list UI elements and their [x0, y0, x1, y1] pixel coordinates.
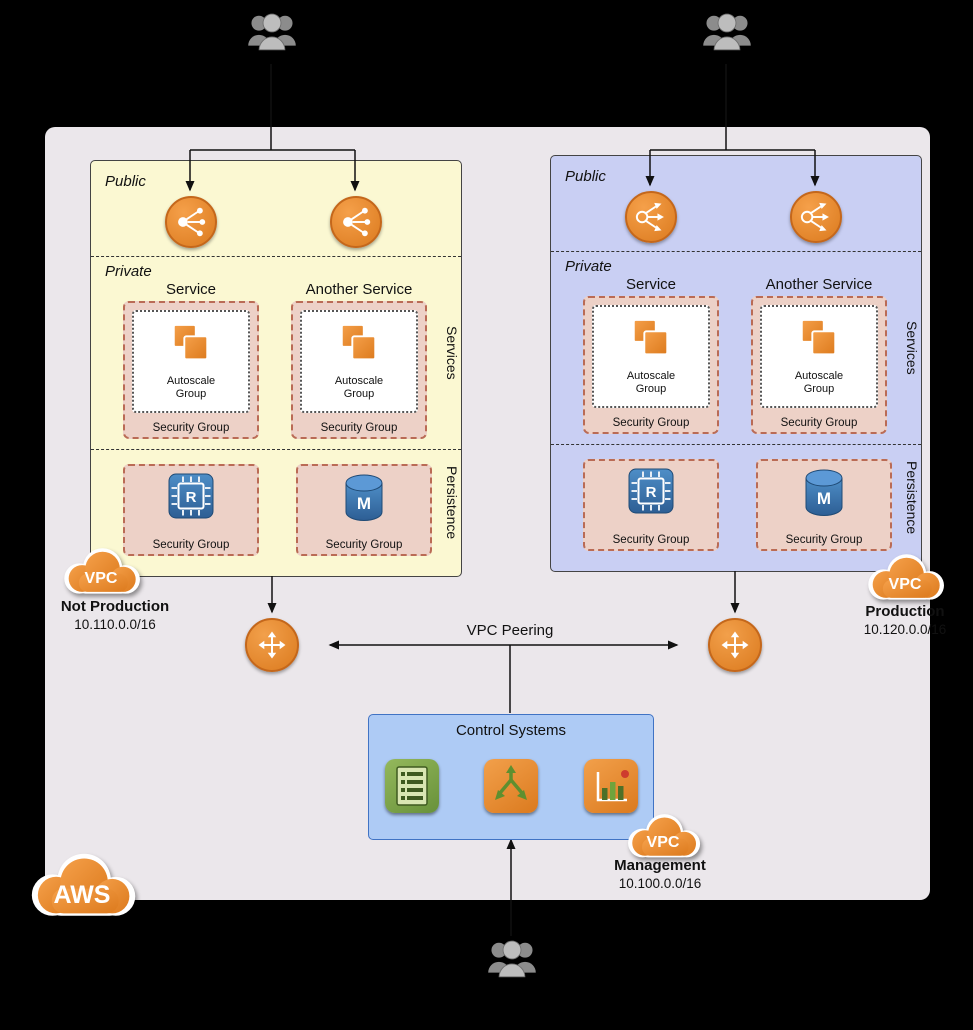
security-group-database: M Security Group	[756, 459, 892, 551]
security-group-label: Security Group	[785, 534, 863, 546]
security-group-service: Autoscale Group Security Group	[291, 301, 427, 439]
load-balancer-classic-icon	[165, 196, 217, 248]
load-balancer-app-icon	[790, 191, 842, 243]
autoscale-group-icon	[800, 318, 837, 355]
monitoring-chart-icon	[584, 759, 638, 813]
load-balancer-app-icon	[625, 191, 677, 243]
public-zone-label: Public	[105, 173, 146, 190]
persistence-tier-label: Persistence	[444, 465, 460, 540]
data-pipeline-icon	[484, 759, 538, 813]
security-group-label: Security Group	[152, 539, 230, 551]
vpc-cloud-icon: VPC	[60, 547, 142, 598]
services-persistence-divider	[91, 449, 461, 450]
vpc-cloud-text: VPC	[84, 570, 118, 588]
security-group-label: Security Group	[780, 417, 858, 429]
autoscale-group-icon	[340, 323, 377, 360]
load-balancer-classic-icon	[330, 196, 382, 248]
services-tier-label: Services	[904, 321, 920, 375]
public-private-divider	[551, 251, 921, 252]
autoscale-group-icon	[172, 323, 209, 360]
vpc-peering-label: VPC Peering	[466, 622, 554, 639]
services-tier-label: Services	[444, 326, 460, 380]
rds-database-icon: M	[805, 469, 843, 516]
vpc-production: Public Private Service Another Service A…	[550, 155, 922, 572]
aws-cloud-text: AWS	[53, 880, 111, 909]
autoscale-group-label: Autoscale Group	[334, 375, 384, 401]
vpc-cidr: 10.110.0.0/16	[74, 617, 156, 632]
autoscale-group-box: Autoscale Group	[592, 305, 710, 408]
template-list-icon	[385, 759, 439, 813]
svg-text:R: R	[646, 484, 657, 501]
private-zone-label: Private	[105, 263, 152, 280]
security-group-label: Security Group	[325, 539, 403, 551]
security-group-label: Security Group	[320, 422, 398, 434]
vpc-name: Production	[865, 603, 945, 620]
rds-database-icon: M	[345, 474, 383, 521]
public-zone-label: Public	[565, 168, 606, 185]
user-group-icon	[699, 10, 755, 60]
user-group-icon	[484, 937, 540, 987]
vpc-cloud-icon: VPC	[864, 553, 946, 604]
autoscale-group-icon	[632, 318, 669, 355]
elasticache-redis-icon: R	[628, 468, 674, 514]
service-title: Service	[165, 281, 217, 298]
aws-cloud-icon: AWS	[26, 852, 138, 921]
vpc-management-caption: Management 10.100.0.0/16	[580, 857, 740, 891]
service-title: Another Service	[305, 281, 413, 298]
control-systems-box: Control Systems	[368, 714, 654, 840]
vpc-cidr: 10.120.0.0/16	[863, 622, 947, 637]
service-title: Another Service	[765, 276, 873, 293]
service-title: Service	[625, 276, 677, 293]
security-group-service: Autoscale Group Security Group	[123, 301, 259, 439]
autoscale-group-label: Autoscale Group	[794, 370, 844, 396]
vpc-cidr: 10.100.0.0/16	[618, 876, 702, 891]
security-group-label: Security Group	[152, 422, 230, 434]
vpc-not-production-caption: Not Production 10.110.0.0/16	[35, 598, 195, 632]
public-private-divider	[91, 256, 461, 257]
autoscale-group-box: Autoscale Group	[760, 305, 878, 408]
autoscale-group-box: Autoscale Group	[300, 310, 418, 413]
vpc-router-icon	[708, 618, 762, 672]
vpc-cloud-text: VPC	[888, 576, 922, 594]
private-zone-label: Private	[565, 258, 612, 275]
autoscale-group-box: Autoscale Group	[132, 310, 250, 413]
autoscale-group-label: Autoscale Group	[626, 370, 676, 396]
vpc-not-production: Public Private Service Another Service A…	[90, 160, 462, 577]
control-systems-title: Control Systems	[455, 722, 567, 739]
vpc-cloud-icon: VPC	[624, 813, 702, 861]
vpc-cloud-text: VPC	[646, 834, 680, 852]
services-persistence-divider	[551, 444, 921, 445]
security-group-cache: R Security Group	[583, 459, 719, 551]
vpc-router-icon	[245, 618, 299, 672]
security-group-database: M Security Group	[296, 464, 432, 556]
vpc-name: Not Production	[60, 598, 170, 615]
elasticache-redis-icon: R	[168, 473, 214, 519]
security-group-label: Security Group	[612, 534, 690, 546]
vpc-production-caption: Production 10.120.0.0/16	[825, 603, 973, 637]
persistence-tier-label: Persistence	[904, 460, 920, 535]
security-group-service: Autoscale Group Security Group	[751, 296, 887, 434]
svg-text:R: R	[186, 489, 197, 506]
vpc-name: Management	[614, 857, 706, 874]
security-group-label: Security Group	[612, 417, 690, 429]
autoscale-group-label: Autoscale Group	[166, 375, 216, 401]
svg-text:M: M	[357, 494, 371, 513]
security-group-service: Autoscale Group Security Group	[583, 296, 719, 434]
user-group-icon	[244, 10, 300, 60]
security-group-cache: R Security Group	[123, 464, 259, 556]
svg-text:M: M	[817, 489, 831, 508]
